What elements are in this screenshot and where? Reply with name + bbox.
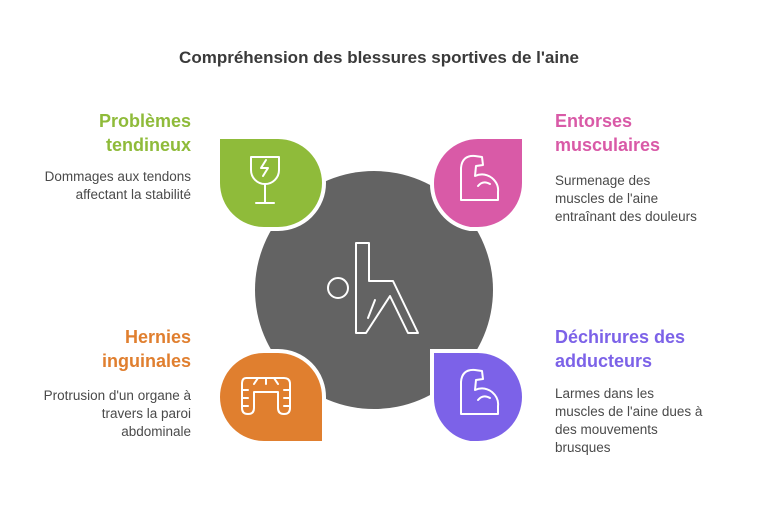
desc-line: Larmes dans les bbox=[555, 386, 655, 401]
desc-line: muscles de l'aine dues à bbox=[555, 404, 703, 419]
heading-line: inguinales bbox=[101, 351, 191, 371]
desc-line: Dommages aux tendons bbox=[44, 169, 191, 184]
flexed-arm-icon bbox=[460, 368, 500, 415]
flexed-arm-icon bbox=[460, 154, 500, 201]
desc-line: muscles de l'aine bbox=[555, 191, 659, 206]
desc-line: brusques bbox=[555, 440, 611, 455]
desc-inguinal-hernias: Protrusion d'un organe à travers la paro… bbox=[44, 387, 191, 441]
heading-line: Entorses bbox=[555, 111, 633, 131]
heading-line: Hernies bbox=[124, 327, 191, 347]
desc-line: Surmenage des bbox=[555, 173, 651, 188]
page-title: Compréhension des blessures sportives de… bbox=[179, 48, 579, 67]
desc-muscle-strains: Surmenage des muscles de l'aine entraîna… bbox=[555, 172, 697, 226]
desc-line: travers la paroi bbox=[101, 406, 191, 421]
petal-purple bbox=[429, 349, 527, 445]
desc-line: abdominale bbox=[121, 424, 191, 439]
heading-adductor-tears: Déchirures des adducteurs bbox=[555, 325, 685, 373]
intestine-icon bbox=[241, 377, 291, 415]
desc-line: entraînant des douleurs bbox=[555, 209, 697, 224]
petal-pink bbox=[429, 135, 526, 231]
heading-line: Déchirures des bbox=[555, 327, 686, 347]
petal-orange bbox=[215, 349, 326, 445]
desc-tendon-problems: Dommages aux tendons affectant la stabil… bbox=[45, 168, 191, 204]
heading-line: adducteurs bbox=[555, 351, 653, 371]
desc-adductor-tears: Larmes dans les muscles de l'aine dues à… bbox=[555, 385, 702, 457]
heading-tendon-problems: Problèmes tendineux bbox=[99, 109, 191, 157]
yoga-pose-icon bbox=[327, 242, 419, 334]
heading-line: Problèmes bbox=[98, 111, 191, 131]
desc-line: Protrusion d'un organe à bbox=[43, 388, 191, 403]
heading-muscle-strains: Entorses musculaires bbox=[555, 109, 660, 157]
heading-line: tendineux bbox=[105, 135, 191, 155]
heading-inguinal-hernias: Hernies inguinales bbox=[102, 325, 191, 373]
broken-glass-icon bbox=[250, 156, 280, 204]
desc-line: affectant la stabilité bbox=[75, 187, 191, 202]
heading-line: musculaires bbox=[555, 135, 661, 155]
desc-line: des mouvements bbox=[555, 422, 658, 437]
